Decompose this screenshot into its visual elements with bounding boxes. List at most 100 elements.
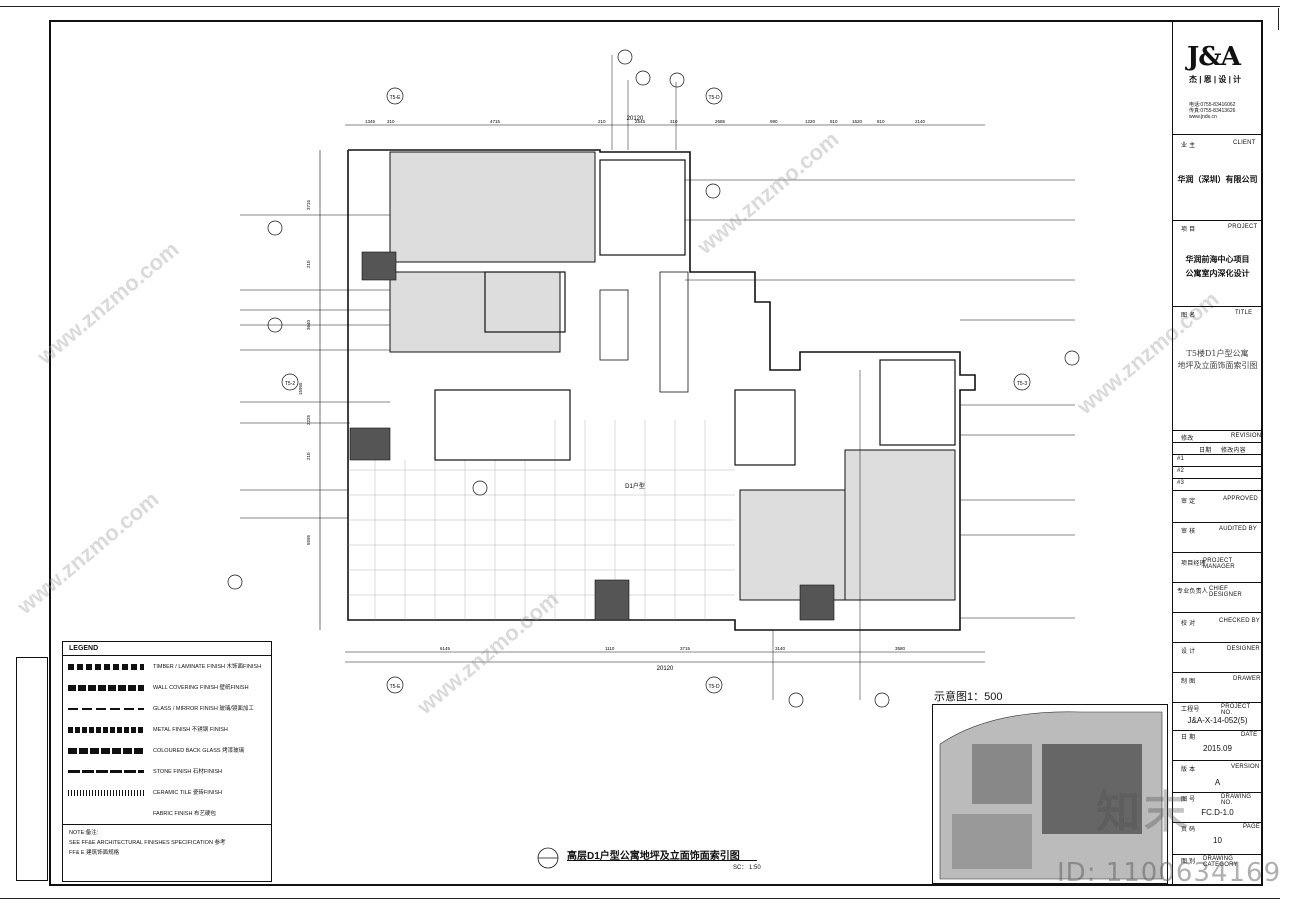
tb-divider [1173, 730, 1262, 731]
drawno-value: FC.D-1.0 [1201, 808, 1234, 817]
svg-text:3715: 3715 [680, 646, 691, 651]
page-label-cn: 页 码 [1181, 827, 1196, 833]
legend-item: COLOURED BACK GLASS 烤漆玻璃 [63, 742, 271, 762]
axis-label-t5e: T5-E [390, 95, 402, 101]
pm-label-en: PROJECT MANAGER [1203, 558, 1235, 570]
kitchen [434, 389, 571, 461]
timber-swatch-icon [68, 664, 144, 670]
svg-text:3640: 3640 [306, 319, 311, 330]
drawno-label-cn: 图 号 [1181, 797, 1196, 803]
rev-date-header: 日期 [1199, 448, 1212, 454]
svg-text:3580: 3580 [895, 646, 906, 651]
project-value-2: 公寓室内深化设计 [1185, 269, 1250, 278]
company-logo: J&A [1187, 42, 1241, 72]
version-value: A [1214, 778, 1221, 787]
tb-divider [1173, 522, 1262, 523]
designer-label-en: DESIGNER [1227, 646, 1260, 652]
watermark-brand: 知末 [1096, 788, 1192, 837]
title-underline [567, 860, 757, 861]
tb-divider [1173, 582, 1262, 583]
svg-text:210: 210 [306, 260, 311, 268]
date-label-en: DATE [1241, 732, 1258, 738]
drawno-label-en: DRAWING NO. [1221, 794, 1252, 806]
drawing-frame [49, 20, 1263, 886]
drawing-scale: SC： 1:50 [733, 865, 761, 871]
svg-text:1520: 1520 [852, 119, 863, 124]
title-value-1: T5楼D1户型公寓 [1186, 349, 1249, 358]
metal-swatch-icon [68, 727, 144, 733]
floor-plan[interactable]: 20120 20120 D1户型 T5-E T5-D T5-2 T5-3 T5-… [180, 40, 1080, 720]
projno-label-en: PROJECT NO. [1221, 704, 1251, 716]
axis-label-t52: T5-2 [285, 381, 296, 387]
bedroom-2-hatch [389, 271, 561, 353]
svg-text:310: 310 [670, 119, 678, 124]
svg-text:2685: 2685 [715, 119, 726, 124]
company-logo-sub: 杰 | 恩 | 设 | 计 [1189, 75, 1242, 84]
column-4 [799, 584, 835, 621]
version-label-en: VERSION [1231, 764, 1260, 770]
tb-divider [1173, 454, 1262, 455]
project-label-en: PROJECT [1228, 224, 1258, 230]
client-label-en: CLIENT [1233, 140, 1256, 146]
axis-label-t5d: T5-D [708, 95, 720, 101]
tb-divider [1173, 466, 1262, 467]
index-bubbles [227, 49, 1080, 708]
backglass-swatch-icon [68, 748, 144, 754]
shaft-1 [599, 289, 629, 361]
legend-item: GLASS / MIRROR FINISH 玻璃/镜面加工 [63, 700, 271, 720]
tb-divider [1173, 854, 1262, 855]
legend-side-strip [16, 657, 48, 881]
svg-text:2545: 2545 [635, 119, 646, 124]
designer-label-cn: 设 计 [1181, 649, 1196, 655]
plan-outline [347, 149, 976, 631]
legend-item: WALL COVERING FINISH 壁纸FINISH [63, 679, 271, 699]
bathroom-4 [879, 359, 956, 446]
svg-text:210: 210 [306, 452, 311, 460]
date-label-cn: 日 期 [1181, 735, 1196, 741]
title-label-cn: 图 名 [1181, 313, 1196, 319]
tb-divider [1173, 702, 1262, 703]
project-value-1: 华润前海中心项目 [1185, 255, 1250, 264]
dims-left-labels: 3715 210 3640 15955 2225 210 5595 [298, 199, 311, 545]
dims-bottom-labels: 6145 1110 3715 3140 3580 [440, 646, 906, 651]
bedroom-1-hatch [389, 151, 596, 263]
room-label: D1户型 [625, 482, 645, 490]
tb-divider [1173, 490, 1262, 491]
tb-divider [1173, 642, 1262, 643]
legend-item: CERAMIC TILE 瓷砖FINISH [63, 784, 271, 804]
sheet-corner-tick [1278, 8, 1279, 30]
column-1 [349, 427, 391, 461]
bathroom-1 [599, 159, 686, 256]
page-label-en: PAGE [1243, 824, 1261, 830]
svg-text:810: 810 [830, 119, 838, 124]
legend-box: LEGEND TIMBER / LAMINATE FINISH 木饰面FINIS… [62, 641, 272, 882]
column-2 [361, 251, 397, 281]
stone-swatch-icon [68, 770, 144, 773]
tb-divider [1173, 442, 1262, 443]
projno-label-cn: 工程号 [1181, 707, 1200, 713]
svg-text:5595: 5595 [306, 534, 311, 545]
approved-label-en: APPROVED [1223, 496, 1258, 502]
svg-text:3715: 3715 [306, 199, 311, 210]
floor-tile-grid [348, 420, 735, 620]
projno-value: J&A-X-14-052(5) [1187, 716, 1248, 725]
tb-divider [1173, 430, 1262, 431]
dim-bottom-total: 20120 [657, 666, 674, 672]
tb-divider [1173, 552, 1262, 553]
legend-item: STONE FINISH 石材FINISH [63, 763, 271, 783]
tb-divider [1173, 760, 1262, 761]
axis-label-t53: T5-3 [1017, 381, 1028, 387]
legend-item: METAL FINISH 不锈钢 FINISH [63, 721, 271, 741]
tb-divider [1173, 612, 1262, 613]
legend-item: FABRIC FINISH 布艺硬包 [153, 811, 216, 817]
version-label-cn: 版 本 [1181, 767, 1196, 773]
rev-content-header: 修改内容 [1221, 448, 1246, 454]
tb-divider [1173, 220, 1262, 221]
chief-label-cn: 专业负责人 [1177, 589, 1209, 595]
chief-label-en: CHIEF DESIGNER [1209, 586, 1242, 598]
tb-divider [1173, 478, 1262, 479]
svg-text:15955: 15955 [298, 382, 303, 395]
svg-text:990: 990 [770, 119, 778, 124]
company-contact: 电话:0755-83416062 传真:0755-83413626 www.jn… [1189, 102, 1236, 120]
checked-label-cn: 校 对 [1181, 621, 1196, 627]
